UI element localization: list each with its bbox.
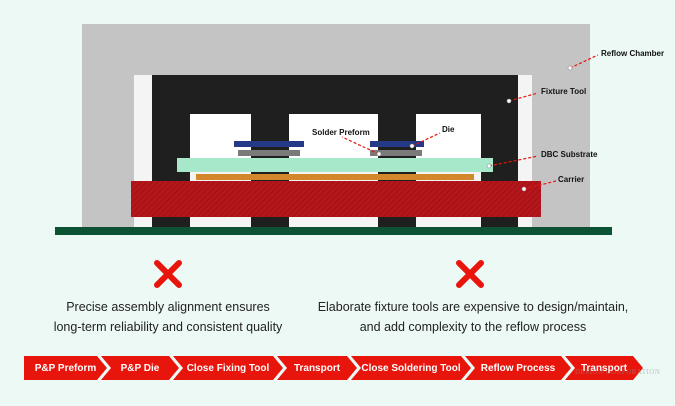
watermark: DESIGN CORPORATION	[575, 368, 661, 376]
dbc-substrate	[177, 158, 493, 172]
label-solder-preform: Solder Preform	[312, 128, 370, 137]
caption-right-line2: and add complexity to the reflow process	[359, 320, 587, 334]
fixture-opening-2	[289, 114, 378, 158]
step-label: Close Fixing Tool	[186, 362, 270, 374]
fixture-tool-top	[152, 75, 518, 114]
solder-preform-right	[370, 150, 422, 156]
label-carrier: Carrier	[558, 175, 584, 184]
die-left	[234, 141, 304, 147]
step-label: P&P Die	[120, 362, 160, 374]
copper-layer	[196, 174, 474, 180]
label-die: Die	[442, 125, 455, 134]
process-step: P&P Die	[101, 356, 179, 380]
step-label: Reflow Process	[480, 362, 556, 374]
process-step: Transport	[565, 356, 643, 380]
process-step: Close Fixing Tool	[173, 356, 283, 380]
step-label: P&P Preform	[34, 362, 97, 374]
caption-right-line1: Elaborate fixture tools are expensive to…	[317, 300, 629, 314]
process-steps: P&P Preform P&P Die Close Fixing Tool Tr…	[24, 356, 637, 380]
base-plate	[55, 227, 612, 235]
step-label: Transport	[293, 362, 341, 374]
caption-right: Elaborate fixture tools are expensive to…	[310, 297, 636, 337]
die-right	[370, 141, 424, 147]
carrier	[131, 181, 541, 217]
label-reflow-chamber: Reflow Chamber	[601, 49, 664, 58]
callout-dots	[376, 65, 573, 192]
process-step: P&P Preform	[24, 356, 107, 380]
step-label: Close Soldering Tool	[361, 362, 461, 374]
process-step: Transport	[277, 356, 357, 380]
x-mark-icon	[456, 260, 484, 288]
label-dbc-substrate: DBC Substrate	[541, 150, 598, 159]
process-step: Reflow Process	[465, 356, 571, 380]
caption-left-line2: long-term reliability and consistent qua…	[53, 320, 283, 334]
step-label: Transport	[580, 362, 628, 374]
caption-left-line1: Precise assembly alignment ensures	[66, 300, 270, 314]
callout-lines	[341, 54, 599, 190]
label-fixture-tool: Fixture Tool	[541, 87, 586, 96]
x-mark-icon	[154, 260, 182, 288]
fixture-opening-3	[416, 114, 481, 158]
solder-preform-left	[238, 150, 300, 156]
caption-left: Precise assembly alignment ensures long-…	[38, 297, 298, 337]
process-step: Close Soldering Tool	[351, 356, 471, 380]
